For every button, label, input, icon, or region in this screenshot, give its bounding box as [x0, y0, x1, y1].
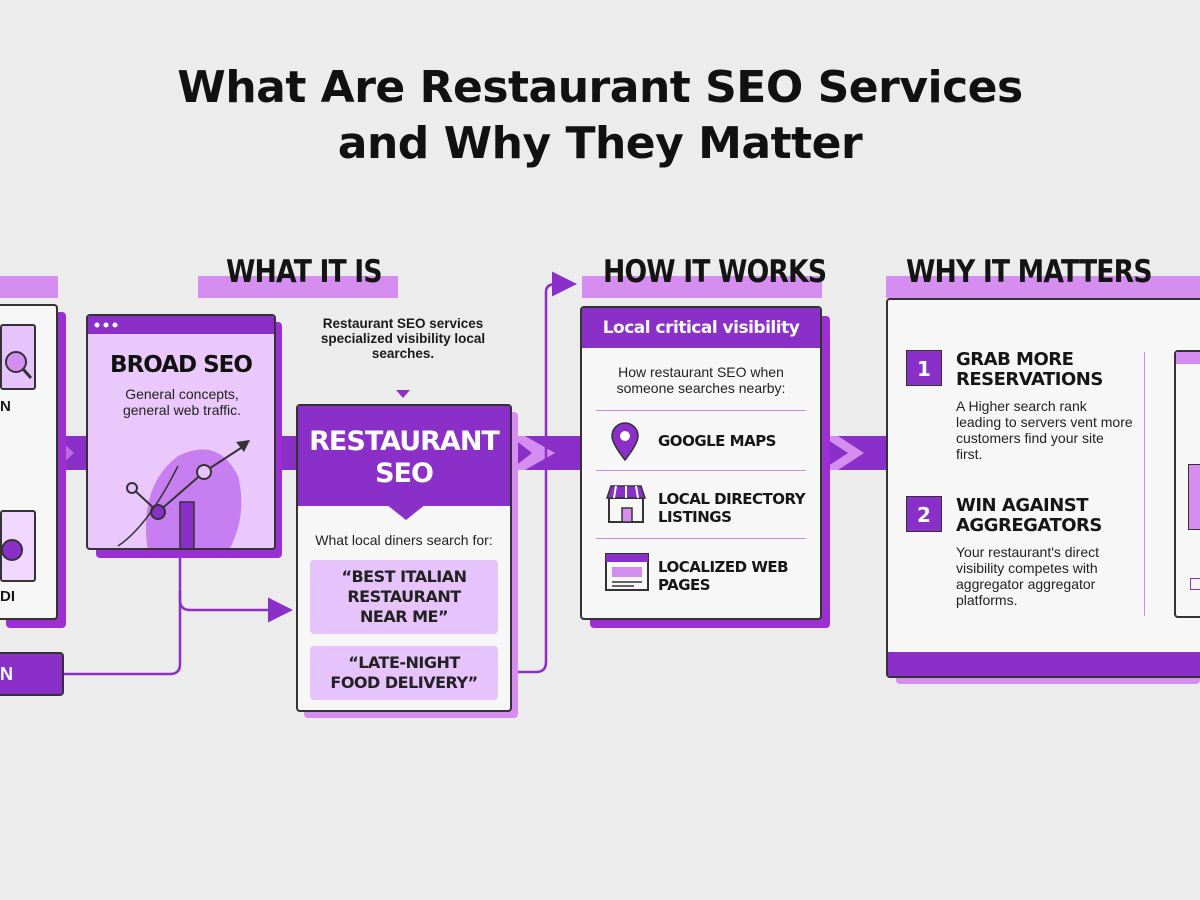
why-it-matters-header-bar	[886, 276, 1200, 298]
restaurant-seo-callout: Restaurant SEO services specialized visi…	[320, 316, 486, 361]
storefront-icon	[606, 485, 646, 523]
how-item-localized-pages: LOCALIZED WEB PAGES	[596, 542, 806, 606]
left-partial-button-label: N	[0, 664, 13, 684]
why-item-number-2: 2	[906, 496, 942, 532]
how-item-label-1: GOOGLE MAPS	[658, 432, 777, 450]
how-item-label-3: LOCALIZED WEB PAGES	[658, 558, 789, 594]
broad-seo-titlebar	[88, 316, 274, 334]
broad-seo-title: BROAD SEO	[110, 352, 253, 378]
restaurant-seo-title-2: SEO	[375, 458, 434, 489]
query-chip-2: “LATE-NIGHT FOOD DELIVERY”	[310, 646, 498, 700]
how-it-works-banner-text: Local critical visibility	[602, 318, 800, 338]
restaurant-seo-title-1: RESTAURANT	[309, 426, 500, 457]
broad-seo-desc: General concepts, general web traffic.	[122, 386, 242, 418]
left-partial-header-bar	[0, 276, 58, 298]
how-item-google-maps: GOOGLE MAPS	[596, 414, 806, 470]
why-it-matters-card: 1 GRAB MORE RESERVATIONS A Higher search…	[886, 298, 1200, 678]
restaurant-seo-header: RESTAURANT SEO	[298, 406, 510, 506]
broad-seo-illustration	[117, 440, 250, 548]
why-item-title-1: GRAB MORE RESERVATIONS	[956, 349, 1103, 390]
broad-seo-card: BROAD SEO General concepts, general web …	[86, 314, 276, 550]
page-title: What Are Restaurant SEO Services and Why…	[0, 60, 1200, 172]
title-line-1: What Are Restaurant SEO Services	[177, 62, 1023, 113]
globe-window-icon	[0, 510, 36, 582]
how-it-works-card: Local critical visibility How restaurant…	[580, 306, 822, 620]
what-it-is-header: WHAT IT IS	[226, 254, 383, 290]
why-item-2: 2 WIN AGAINST AGGREGATORS Your restauran…	[906, 496, 1136, 616]
why-item-1: 1 GRAB MORE RESERVATIONS A Higher search…	[906, 350, 1136, 470]
why-it-matters-header: WHY IT MATTERS	[906, 254, 1153, 290]
how-it-works-intro: How restaurant SEO when someone searches…	[616, 364, 786, 396]
how-item-label-2: LOCAL DIRECTORY LISTINGS	[658, 490, 806, 526]
left-partial-label-1: N	[0, 398, 11, 415]
why-item-desc-1: A Higher search rank leading to servers …	[956, 398, 1133, 462]
phone-illustration	[1174, 350, 1200, 618]
why-item-number-1: 1	[906, 350, 942, 386]
left-partial-button: N	[0, 652, 64, 696]
what-it-is-header-bar	[198, 276, 398, 298]
restaurant-seo-prompt: What local diners search for:	[315, 532, 493, 548]
why-item-desc-2: Your restaurant's direct visibility comp…	[956, 544, 1100, 608]
left-partial-card: N DI	[0, 304, 58, 620]
left-partial-label-2: DI	[0, 588, 15, 605]
web-page-icon	[605, 553, 649, 591]
how-it-works-banner: Local critical visibility	[582, 308, 820, 348]
search-window-icon	[0, 324, 36, 390]
how-it-works-header-bar	[582, 276, 822, 298]
restaurant-seo-card: RESTAURANT SEO What local diners search …	[296, 404, 512, 712]
map-pin-icon	[611, 422, 639, 462]
why-item-title-2: WIN AGAINST AGGREGATORS	[956, 495, 1102, 536]
title-line-2: and Why They Matter	[337, 118, 863, 169]
query-chip-1: “BEST ITALIAN RESTAURANT NEAR ME”	[310, 560, 498, 634]
how-item-local-directory: LOCAL DIRECTORY LISTINGS	[596, 474, 806, 538]
how-it-works-header: HOW IT WORKS	[603, 254, 827, 290]
